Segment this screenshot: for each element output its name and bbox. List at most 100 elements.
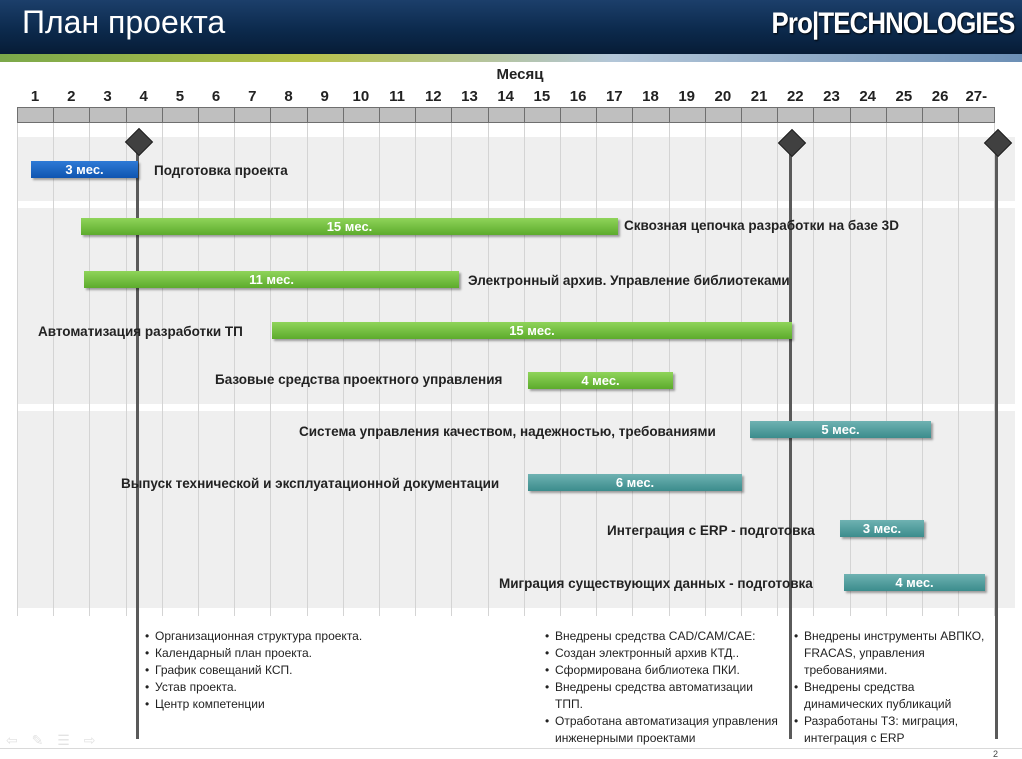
month-gridline [596,123,598,616]
month-number: 5 [175,88,185,105]
month-number: 7 [248,88,257,105]
month-cell [741,107,779,123]
task-label: Выпуск технической и эксплуатационной до… [121,476,500,491]
month-cell [379,107,417,123]
month-number: 15 [533,88,551,105]
month-gridline [161,123,163,616]
phase-band-1 [17,137,1015,201]
month-gridline [306,123,308,616]
task-bar: 6 мес. [528,474,742,491]
month-number: 8 [284,88,293,105]
month-cell [306,107,344,123]
result-item: Внедрены средства автоматизации ТПП. [545,679,780,713]
phase-band-2 [17,208,1015,404]
month-gridline [198,123,199,616]
month-gridline [958,123,960,616]
menu-icon[interactable]: ☰ [57,732,70,748]
month-cell [885,107,923,123]
task-label: Интеграция с ERP - подготовка [607,523,815,538]
result-item: Создан электронный архив КТД.. [545,645,780,662]
milestone-results-2: Внедрены средства CAD/CAM/CAE: Создан эл… [545,628,780,747]
slide-header: План проекта Pro|TECHNOLOGIES [0,0,1022,54]
task-bar: 4 мес. [528,372,673,389]
month-cell [523,107,561,123]
month-gridline [125,123,127,616]
task-bar: 4 мес. [844,574,985,591]
result-item: Организационная структура проекта. [145,628,390,645]
month-gridline [234,123,236,616]
month-number: 14 [497,88,515,105]
month-number: 25 [895,88,913,105]
month-cell [596,107,634,123]
task-bar: 15 мес. [272,322,792,339]
month-number: 16 [569,88,587,105]
month-gridline [560,123,561,616]
month-number: 21 [750,88,768,105]
month-cell [958,107,996,123]
month-gridline [270,123,272,616]
result-item: График совещаний КСП. [145,662,390,679]
task-bar: 5 мес. [750,421,931,438]
task-label: Подготовка проекта [154,163,288,178]
month-number: 22 [786,88,804,105]
month-number: 13 [461,88,478,105]
milestone-results-3: Внедрены инструменты АВПКО, FRACAS, упра… [794,628,992,747]
month-cell [89,107,127,123]
slide-title: План проекта [22,4,226,40]
month-cell [668,107,706,123]
task-bar: 11 мес. [84,271,459,288]
milestone-results-1: Организационная структура проекта. Кален… [145,628,390,713]
month-gridline [922,123,923,616]
month-gridline [17,123,18,616]
month-number: 10 [352,88,370,105]
pen-icon[interactable]: ✎ [31,732,44,748]
month-cell [198,107,236,123]
month-number: 9 [320,88,329,105]
month-gridline [523,123,525,616]
task-label: Электронный архив. Управление библиотека… [468,273,790,288]
month-gridline [632,123,634,616]
month-gridline [741,123,742,616]
month-cell [415,107,453,123]
task-bar: 3 мес. [840,520,924,537]
task-label: Миграция существующих данных - подготовк… [499,576,813,591]
task-bar: 3 мес. [31,161,138,178]
milestone-line-1 [136,143,139,739]
month-number: 26 [931,88,949,105]
month-gridline [849,123,851,616]
result-item: Разработаны ТЗ: миграция, интеграция с E… [794,713,992,747]
month-cell [451,107,489,123]
task-label: Сквозная цепочка разработки на базе 3D [624,218,899,233]
month-number: 19 [678,88,696,105]
month-cell [487,107,525,123]
month-gridline [994,123,996,616]
month-cell [17,107,55,123]
month-number: 12 [424,88,442,105]
month-cell [704,107,742,123]
month-cell [777,107,815,123]
page-number: 2 [992,749,998,759]
month-number: 3 [103,88,112,105]
month-number: 2 [67,88,76,105]
task-label: Автоматизация разработки ТП [38,324,243,339]
month-number: 4 [139,88,148,105]
month-gridline [813,123,815,616]
month-number: 24 [859,88,877,105]
month-gridline [487,123,489,616]
month-gridline [415,123,417,616]
month-cell [342,107,380,123]
month-gridline [885,123,887,616]
month-number: 20 [714,88,732,105]
back-arrow-icon[interactable]: ⇦ [6,732,18,748]
result-item: Центр компетенции [145,696,390,713]
month-cell [234,107,272,123]
month-gridline [53,123,55,616]
month-number: 17 [605,88,623,105]
header-stripe [0,54,1022,62]
result-item: Внедрены инструменты АВПКО, FRACAS, упра… [794,628,992,679]
month-gridline [704,123,706,616]
task-bar: 15 мес. [81,218,618,235]
result-item: Сформирована библиотека ПКИ. [545,662,780,679]
forward-arrow-icon[interactable]: ⇨ [83,732,96,748]
month-gridline [342,123,344,616]
